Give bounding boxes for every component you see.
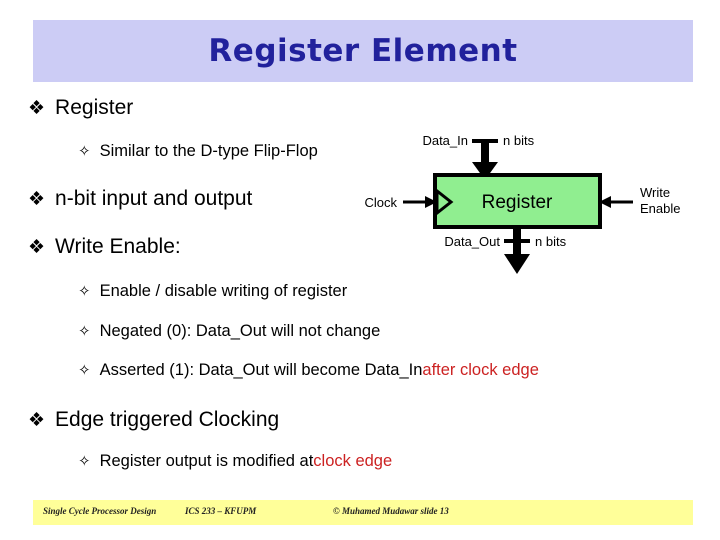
footer-band: Single Cycle Processor Design ICS 233 – … xyxy=(33,500,693,525)
star-bullet-icon: ✧ xyxy=(78,362,91,379)
bullet-item-enable-disable: ✧ Enable / disable writing of register xyxy=(78,282,347,301)
write-enable-label-line2: Enable xyxy=(640,201,680,216)
slide-title-banner: Register Element xyxy=(33,20,693,82)
register-box-label: Register xyxy=(482,192,553,213)
data-out-label: Data_Out xyxy=(444,234,500,249)
data-out-width-label: n bits xyxy=(535,234,567,249)
clock-arrow xyxy=(403,196,437,208)
bullet-text: Edge triggered Clocking xyxy=(55,408,280,431)
bullet-item-edge-triggered: ❖ Edge triggered Clocking xyxy=(28,408,279,432)
bullet-text: n-bit input and output xyxy=(55,187,253,210)
bullet-highlight-text: clock edge xyxy=(313,452,393,470)
bullet-text: Negated (0): Data_Out will not change xyxy=(99,322,381,340)
bullet-text: Register xyxy=(55,96,134,119)
write-enable-arrow xyxy=(599,196,633,208)
data-in-label: Data_In xyxy=(422,133,468,148)
bullet-text: Register output is modified at xyxy=(99,452,314,470)
bullet-item-write-enable: ❖ Write Enable: xyxy=(28,235,181,259)
diamond-bullet-icon: ❖ xyxy=(28,237,46,258)
data-out-arrow xyxy=(504,227,530,274)
star-bullet-icon: ✧ xyxy=(78,283,91,300)
bullet-item-register-output: ✧ Register output is modified at clock e… xyxy=(78,452,392,471)
diamond-bullet-icon: ❖ xyxy=(28,410,46,431)
bullet-item-nbit-io: ❖ n-bit input and output xyxy=(28,187,252,211)
data-in-width-label: n bits xyxy=(503,133,535,148)
bullet-text: Enable / disable writing of register xyxy=(99,282,348,300)
bullet-highlight-text: after clock edge xyxy=(422,361,539,379)
star-bullet-icon: ✧ xyxy=(78,323,91,340)
bullet-item-asserted: ✧ Asserted (1): Data_Out will become Dat… xyxy=(78,361,539,380)
bullet-item-negated: ✧ Negated (0): Data_Out will not change xyxy=(78,322,380,341)
clock-label: Clock xyxy=(364,195,397,210)
star-bullet-icon: ✧ xyxy=(78,143,91,160)
footer-course-title: Single Cycle Processor Design xyxy=(43,506,157,516)
bullet-item-register: ❖ Register xyxy=(28,96,133,120)
bullet-text: Similar to the D-type Flip-Flop xyxy=(99,142,318,160)
footer-course-code: ICS 233 – KFUPM xyxy=(185,506,257,516)
footer-copyright: © Muhamed Mudawar slide 13 xyxy=(333,506,449,516)
write-enable-label-line1: Write xyxy=(640,185,670,200)
bullet-text: Write Enable: xyxy=(55,235,181,258)
bullet-item-similar-dtype: ✧ Similar to the D-type Flip-Flop xyxy=(78,142,318,161)
register-block-diagram: Register Clock Write Enable Data_In n bi… xyxy=(364,133,680,274)
diamond-bullet-icon: ❖ xyxy=(28,98,46,119)
register-box xyxy=(433,173,602,229)
bullet-text: Asserted (1): Data_Out will become Data_… xyxy=(99,361,423,379)
diamond-bullet-icon: ❖ xyxy=(28,189,46,210)
data-in-arrow xyxy=(472,139,498,180)
star-bullet-icon: ✧ xyxy=(78,453,91,470)
page-title: Register Element xyxy=(208,33,518,69)
